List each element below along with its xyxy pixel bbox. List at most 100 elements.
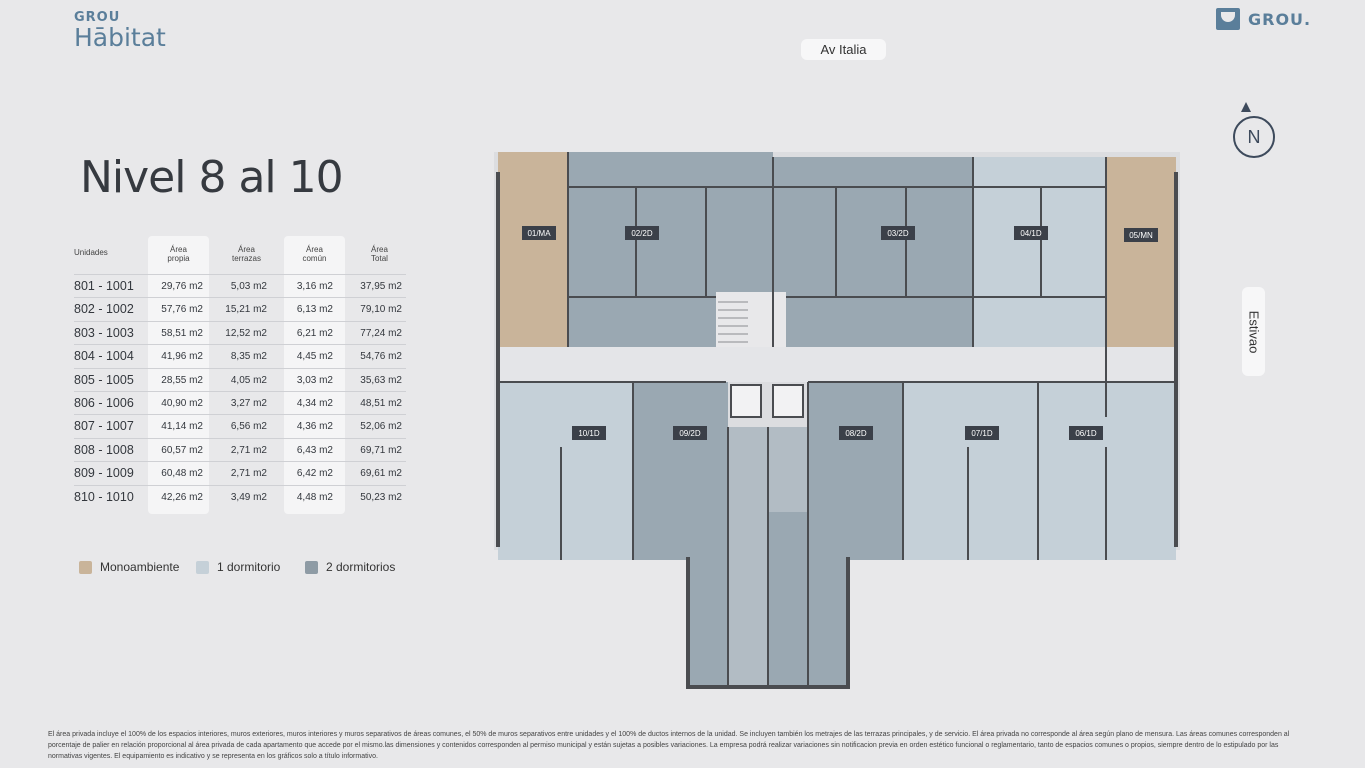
north-arrow-icon: [1241, 102, 1251, 112]
cell-terraces: 2,71 m2: [230, 444, 267, 456]
cell-total: 50,23 m2: [360, 491, 402, 503]
legend-label: 1 dormitorio: [217, 560, 281, 574]
corridor: [498, 347, 1176, 382]
cell-common: 6,42 m2: [296, 468, 333, 480]
column-highlight-common: [284, 236, 345, 514]
cell-total: 69,71 m2: [360, 444, 402, 456]
unit-label-03: 03/2D: [887, 229, 909, 238]
cell-own: 60,48 m2: [161, 468, 203, 480]
legend-label: Monoambiente: [100, 560, 180, 574]
cell-own: 57,76 m2: [161, 304, 203, 316]
cell-own: 60,57 m2: [161, 444, 203, 456]
cell-common: 6,21 m2: [296, 327, 333, 339]
unit-label-08: 08/2D: [845, 429, 867, 438]
unit-label-05: 05/MN: [1129, 231, 1153, 240]
cell-common: 3,16 m2: [296, 281, 333, 292]
cell-own: 42,26 m2: [161, 491, 203, 503]
unit-label-10: 10/1D: [578, 429, 600, 438]
street-side-text: Estivao: [1246, 310, 1261, 353]
cell-own: 41,96 m2: [161, 351, 203, 363]
cell-terraces: 6,56 m2: [230, 421, 267, 433]
cell-terraces: 4,05 m2: [230, 374, 267, 386]
habitat-logo: GROU Hābitat: [74, 10, 166, 51]
legend-label: 2 dormitorios: [326, 560, 396, 574]
cell-terraces: 2,71 m2: [230, 468, 267, 480]
brand-top-text: GROU: [74, 10, 121, 25]
cell-total: 52,06 m2: [360, 421, 402, 433]
cell-total: 69,61 m2: [360, 468, 402, 480]
cell-units: 803 - 1003: [74, 325, 134, 340]
unit-07-area: [903, 382, 1038, 560]
cell-common: 4,45 m2: [296, 351, 333, 363]
cell-common: 6,43 m2: [296, 444, 333, 456]
unit-label-09: 09/2D: [679, 429, 701, 438]
unit-label-02: 02/2D: [631, 229, 653, 238]
unit-08-area: [808, 382, 903, 560]
table-row: 809 - 1009 60,48 m2 2,71 m2 6,42 m2 69,61 m2: [74, 461, 406, 485]
cell-terraces: 15,21 m2: [225, 304, 267, 316]
unit-03-area: [773, 157, 973, 347]
unit-04-area: [973, 157, 1106, 347]
grou-logo-icon: [1216, 8, 1240, 30]
floor-plan: 01/MA 02/2D 03/2D 04/1D 05/MN 10/1D 09/2…: [494, 152, 1180, 689]
cell-total: 35,63 m2: [360, 374, 402, 386]
legend-item-mono: Monoambiente: [79, 560, 179, 574]
table-row: 804 - 1004 41,96 m2 8,35 m2 4,45 m2 54,76 m2: [74, 344, 406, 368]
cell-units: 809 - 1009: [74, 466, 134, 481]
cell-own: 41,14 m2: [161, 421, 203, 433]
cell-units: 802 - 1002: [74, 302, 134, 317]
elevator-right: [772, 384, 804, 418]
brand-name: Hābitat: [74, 23, 166, 52]
grou-logo-text: GROU.: [1248, 9, 1312, 29]
cell-common: 4,34 m2: [296, 398, 333, 409]
cell-units: 805 - 1005: [74, 372, 134, 387]
cell-units: 810 - 1010: [74, 489, 134, 504]
street-label-top: Av Italia: [801, 39, 886, 60]
cell-total: 48,51 m2: [360, 398, 402, 409]
cell-terraces: 3,49 m2: [230, 491, 267, 503]
cell-terraces: 5,03 m2: [230, 281, 267, 292]
legend-swatch: [196, 560, 209, 574]
legend-swatch: [305, 560, 318, 574]
legend-item-2d: 2 dormitorios: [305, 560, 395, 574]
interior-walls: [498, 152, 1176, 687]
table-row: 805 - 1005 28,55 m2 4,05 m2 3,03 m2 35,63 m2: [74, 367, 406, 392]
unit-labels: 01/MA 02/2D 03/2D 04/1D 05/MN 10/1D 09/2…: [522, 226, 1158, 440]
cell-total: 54,76 m2: [360, 351, 402, 363]
table-row: 806 - 1006 40,90 m2 3,27 m2 4,34 m2 48,51 m2: [74, 391, 406, 415]
cell-common: 3,03 m2: [296, 374, 333, 386]
legend-item-1d: 1 dormitorio: [196, 560, 280, 574]
stair-treads: [718, 301, 748, 343]
unit-10-area: [498, 382, 633, 560]
street-label-side: Estivao: [1242, 287, 1265, 376]
cell-own: 40,90 m2: [161, 398, 203, 409]
cell-terraces: 3,27 m2: [230, 398, 267, 409]
cell-units: 806 - 1006: [74, 396, 134, 410]
unit-label-04: 04/1D: [1020, 229, 1042, 238]
cell-units: 807 - 1007: [74, 419, 134, 434]
cell-terraces: 8,35 m2: [230, 351, 267, 363]
page-title: Nivel 8 al 10: [80, 152, 344, 203]
cell-total: 37,95 m2: [360, 281, 402, 292]
north-compass-icon: N: [1233, 102, 1275, 158]
compass-label: N: [1233, 116, 1275, 158]
cell-common: 4,36 m2: [296, 421, 333, 433]
cell-total: 79,10 m2: [360, 304, 402, 316]
cell-own: 58,51 m2: [161, 327, 203, 339]
grou-logo: GROU.: [1216, 8, 1311, 30]
unit-label-07: 07/1D: [971, 429, 993, 438]
cell-units: 804 - 1004: [74, 349, 134, 364]
unit-label-01: 01/MA: [527, 229, 551, 238]
cell-own: 28,55 m2: [161, 374, 203, 386]
legend-swatch: [79, 560, 92, 574]
header-units: Unidades: [74, 248, 108, 257]
